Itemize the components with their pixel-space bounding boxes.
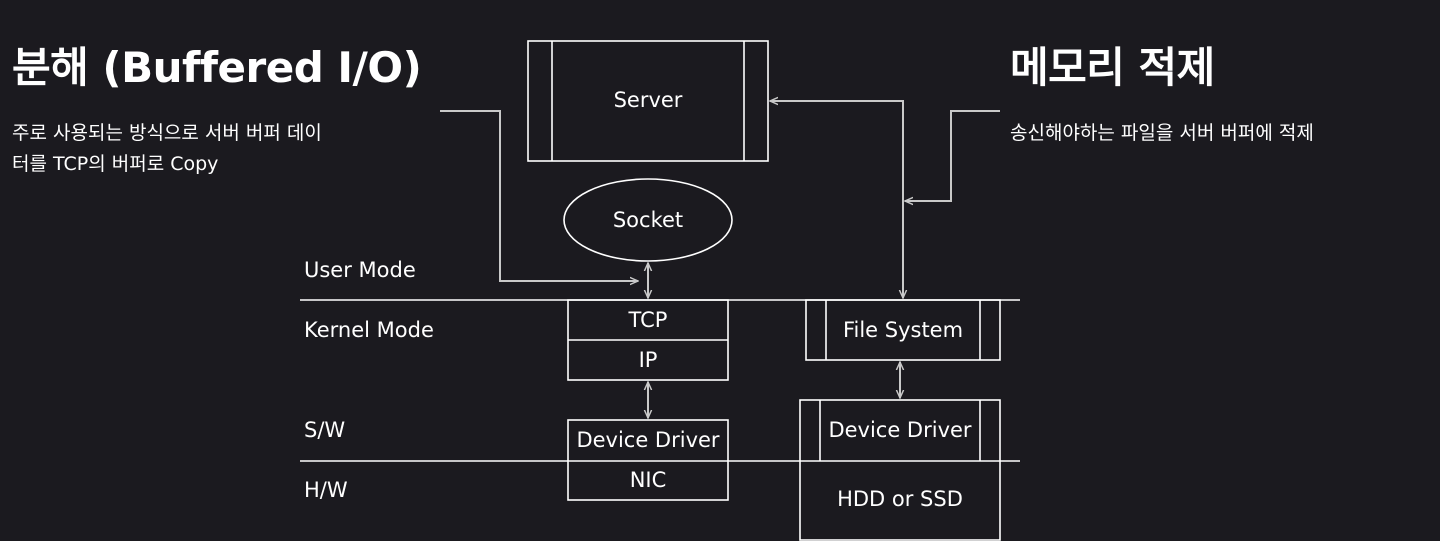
right-description: 송신해야하는 파일을 서버 버퍼에 적제 [1010, 122, 1314, 144]
storage-stack: Device Driver HDD or SSD [799, 399, 1001, 541]
file-system-node: File System [805, 299, 1001, 361]
ip-label: IP [639, 348, 658, 372]
layer-kernel-mode: Kernel Mode [304, 318, 434, 342]
network-hardware-stack: Device Driver NIC [567, 419, 729, 501]
file-system-label: File System [843, 318, 963, 342]
tcp-ip-stack: TCP IP [567, 299, 729, 381]
server-label: Server [614, 88, 683, 112]
left-description: 주로 사용되는 방식으로 서버 버퍼 데이 터를 TCP의 버퍼로 Copy [12, 118, 322, 180]
left-heading: 분해 (Buffered I/O) [12, 43, 422, 92]
tcp-label: TCP [628, 308, 668, 332]
nic-label: NIC [630, 468, 667, 492]
fs-server-connector [770, 101, 903, 298]
net-driver-label: Device Driver [576, 428, 719, 452]
storage-label: HDD or SSD [837, 487, 963, 511]
disk-driver-label: Device Driver [828, 418, 971, 442]
left-description-line-2: 터를 TCP의 버퍼로 Copy [12, 153, 219, 175]
memory-load-pointer [905, 110, 1000, 201]
server-node: Server [527, 40, 769, 162]
layer-hw: H/W [304, 478, 348, 502]
left-description-line-1: 주로 사용되는 방식으로 서버 버퍼 데이 [12, 122, 322, 144]
socket-label: Socket [613, 208, 683, 232]
right-heading: 메모리 적제 [1010, 43, 1215, 92]
layer-user-mode: User Mode [304, 258, 416, 282]
buffered-io-pointer [440, 110, 638, 281]
layer-sw: S/W [304, 418, 345, 442]
socket-node: Socket [563, 178, 733, 262]
